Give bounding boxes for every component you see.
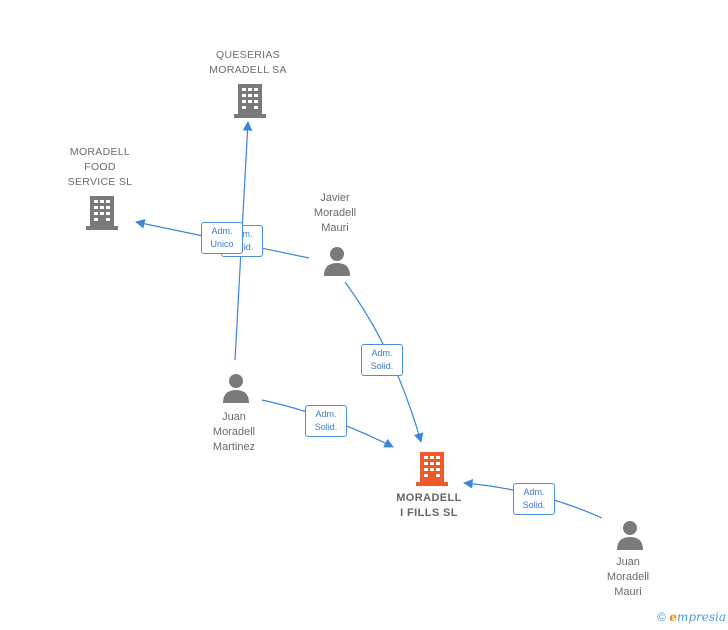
node-juan-martinez-label[interactable]: Juan Moradell Martinez (174, 410, 294, 455)
label-line: SERVICE SL (67, 176, 133, 188)
label-line: MORADELL SA (209, 64, 287, 76)
node-javier-label[interactable]: Javier Moradell Mauri (275, 191, 395, 236)
node-fills-label[interactable]: MORADELL I FILLS SL (369, 491, 489, 521)
edge-label-mauri-fills[interactable]: Adm. Solid. (513, 483, 555, 515)
building-icon (86, 196, 118, 230)
brand-logo: empresia (669, 610, 726, 624)
node-food-service-label[interactable]: MORADELL FOOD SERVICE SL (40, 145, 160, 190)
edge-label-line1: Adm. (523, 487, 545, 497)
label-line: Javier (320, 192, 350, 204)
edge-label-line1: Adm. (211, 226, 233, 236)
edge-label-martinez-fills[interactable]: Adm. Solid. (305, 405, 347, 437)
label-line: MORADELL (396, 492, 462, 504)
node-juan-mauri-label[interactable]: Juan Moradell Mauri (568, 555, 688, 600)
edge-label-line1: Adm. (315, 409, 337, 419)
footer-brand[interactable]: © empresia (657, 610, 726, 624)
edge-label-unico[interactable]: Adm. Unico (201, 222, 243, 254)
label-line: Moradell (606, 571, 650, 583)
label-line: Martinez (212, 441, 256, 453)
label-line: I FILLS SL (400, 507, 458, 519)
edge-label-line2: Solid. (314, 422, 338, 432)
label-line: Moradell (313, 207, 357, 219)
copyright-icon: © (657, 610, 666, 624)
label-line: Mauri (321, 222, 349, 234)
node-queserias-label[interactable]: QUESERIAS MORADELL SA (188, 48, 308, 78)
building-icon (416, 452, 448, 486)
building-icon (234, 84, 266, 118)
edges (135, 121, 603, 519)
label-line: FOOD (84, 161, 116, 173)
person-icon (617, 521, 643, 550)
edge-label-line2: Solid. (522, 500, 546, 510)
edge-label-javier-fills[interactable]: Adm. Solid. (361, 344, 403, 376)
edge-label-line2: Unico (210, 239, 234, 249)
person-icon (324, 247, 350, 276)
edge-label-line1: Adm. (371, 348, 393, 358)
label-line: MORADELL (69, 146, 131, 158)
edge-label-line2: Solid. (370, 361, 394, 371)
label-line: Mauri (614, 586, 642, 598)
person-icon (223, 374, 249, 403)
label-line: Juan (222, 411, 246, 423)
label-line: Moradell (212, 426, 256, 438)
label-line: QUESERIAS (216, 49, 280, 61)
label-line: Juan (616, 556, 640, 568)
